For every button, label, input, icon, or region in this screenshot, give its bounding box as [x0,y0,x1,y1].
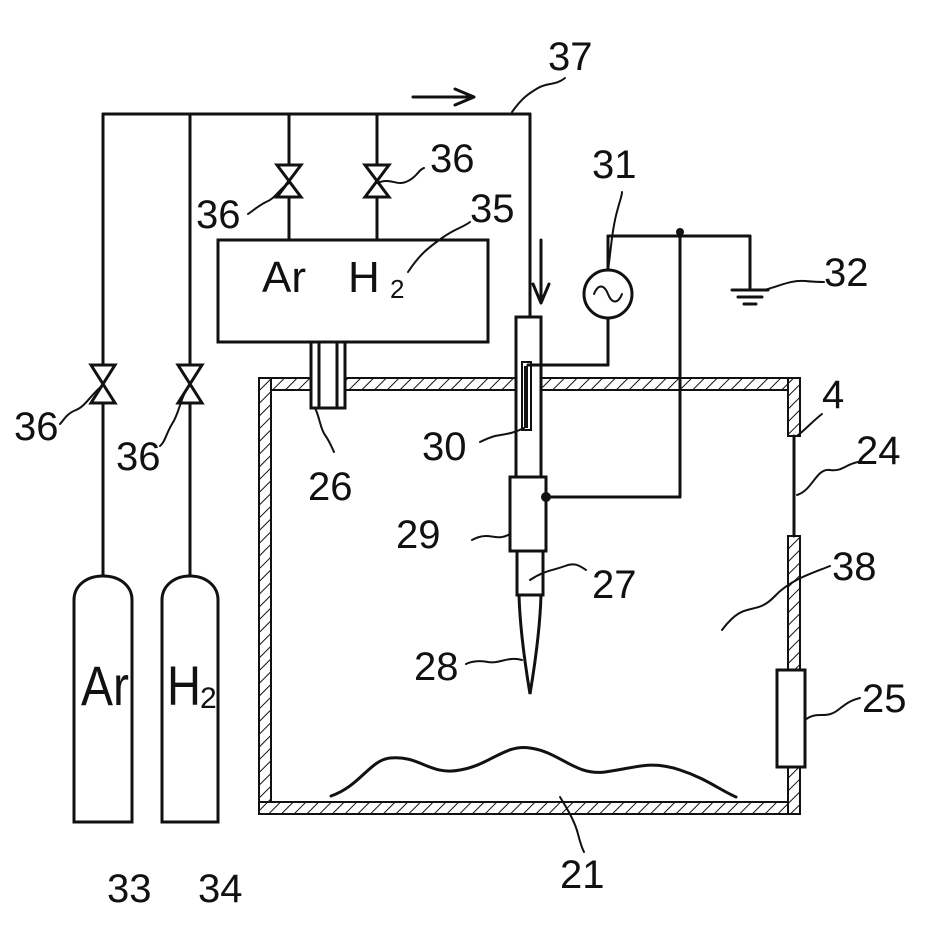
callout-36-upper-left: 36 [196,193,241,237]
gas-mixer-box: Ar H 2 [218,240,488,342]
callout-numbers: 37 36 36 35 31 32 4 24 36 36 30 26 29 27… [14,35,907,911]
mixer-h-label: H [348,253,380,302]
callout-33: 33 [107,867,152,911]
mixer-h-subscript: 2 [390,274,404,304]
mixer-ar-label: Ar [262,253,306,302]
chamber-bottom-wall [259,802,800,814]
callout-29: 29 [396,513,441,557]
right-arrow-icon [413,89,474,105]
callout-25: 25 [862,677,907,721]
observation-window [777,670,805,767]
callout-26: 26 [308,465,353,509]
callout-27: 27 [592,563,637,607]
callout-36-lower-right: 36 [116,435,161,479]
callout-30: 30 [422,425,467,469]
callout-35: 35 [470,187,515,231]
callout-21: 21 [560,853,605,897]
h2-cylinder-subscript: 2 [200,682,217,715]
callout-4: 4 [822,373,844,417]
callout-24: 24 [856,429,901,473]
callout-38: 38 [832,545,877,589]
callout-28: 28 [414,645,459,689]
callout-34: 34 [198,867,243,911]
callout-36-lower-left: 36 [14,405,59,449]
valve-icon [277,165,301,197]
callout-36-upper-right: 36 [430,137,475,181]
down-arrow-icon [533,240,549,303]
callout-32: 32 [824,251,869,295]
valve-icon [178,365,202,403]
ac-power-source-icon [584,270,632,318]
gas-inlet-port [311,342,345,408]
h2-cylinder-label: H [167,654,201,717]
plasma-torch [510,317,546,694]
outer-electrode [510,477,546,551]
ground-icon [732,290,768,304]
plasma-jet [519,595,541,694]
ar-cylinder-label: Ar [81,654,129,717]
electrical-circuit [528,228,768,502]
liquid-surface [331,747,736,797]
valve-icon [91,365,115,403]
h2-gas-cylinder: H 2 [162,576,218,822]
chamber-left-wall [259,378,271,814]
chamber-right-wall-upper [788,378,800,436]
torch-nozzle [517,551,543,595]
callout-37: 37 [548,35,593,79]
callout-31: 31 [592,143,637,187]
ar-gas-cylinder: Ar [74,576,132,822]
